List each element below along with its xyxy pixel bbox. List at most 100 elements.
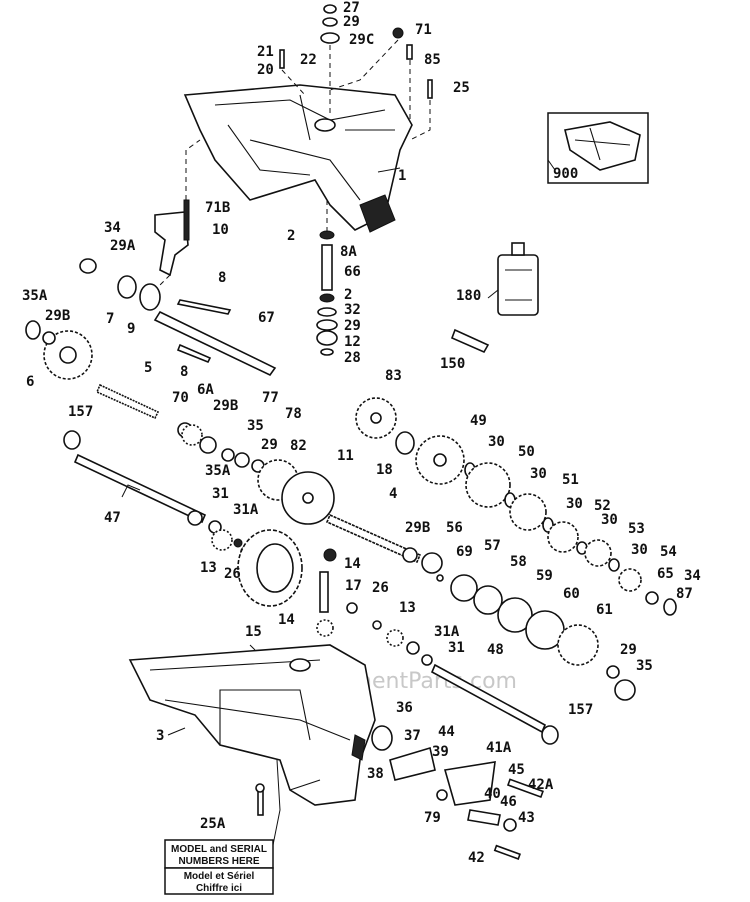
- callout-45: 45: [508, 762, 525, 778]
- callout-40: 40: [484, 786, 501, 802]
- top-hardware: [279, 4, 433, 99]
- callout-157-upper: 157: [68, 404, 93, 420]
- callout-71b: 71B: [205, 200, 230, 216]
- callout-57: 57: [484, 538, 501, 554]
- callout-11: 11: [337, 448, 354, 464]
- oil-bottle-part-180: [497, 242, 539, 316]
- callout-6: 6: [26, 374, 34, 390]
- model-note-line4: Chiffre ici: [196, 883, 242, 894]
- callout-48: 48: [487, 642, 504, 658]
- callout-30-a: 30: [488, 434, 505, 450]
- callout-77: 77: [262, 390, 279, 406]
- model-serial-box: MODEL and SERIAL NUMBERS HERE Model et S…: [164, 839, 274, 895]
- idler-shaft-part-47: [63, 430, 252, 558]
- callout-22: 22: [300, 52, 317, 68]
- callout-59: 59: [536, 568, 553, 584]
- callout-34-upper: 34: [104, 220, 121, 236]
- callout-54: 54: [660, 544, 677, 560]
- callout-87: 87: [676, 586, 693, 602]
- callout-35a-mid: 35A: [205, 463, 231, 479]
- callout-21: 21: [257, 44, 274, 60]
- input-shaft-part-5: [95, 383, 160, 420]
- callout-85: 85: [424, 52, 441, 68]
- complete-transaxle-inset: [547, 112, 649, 184]
- callout-67: 67: [258, 310, 275, 326]
- callout-14-lower: 14: [278, 612, 295, 628]
- callout-35-lower: 35: [636, 658, 653, 674]
- callout-30-e: 30: [631, 542, 648, 558]
- gear-part-6: [25, 320, 93, 380]
- callout-150: 150: [440, 356, 465, 372]
- callout-56: 56: [446, 520, 463, 536]
- callout-2-upper: 2: [287, 228, 295, 244]
- callout-25: 25: [453, 80, 470, 96]
- callout-37: 37: [404, 728, 421, 744]
- countershaft-part-4: [325, 513, 444, 582]
- callout-66: 66: [344, 264, 361, 280]
- callout-29a: 29A: [110, 238, 136, 254]
- callout-15: 15: [245, 624, 262, 640]
- callout-29-top: 29: [343, 14, 360, 30]
- callout-29-lower: 29: [620, 642, 637, 658]
- callout-78: 78: [285, 406, 302, 422]
- bolt-part-25a: [255, 783, 265, 816]
- callout-900: 900: [553, 166, 578, 182]
- gear-stack-upper: [355, 397, 677, 616]
- callout-41a: 41A: [486, 740, 512, 756]
- differential-assembly-part-82: [177, 422, 335, 525]
- callout-58: 58: [510, 554, 527, 570]
- callout-20: 20: [257, 62, 274, 78]
- callout-47: 47: [104, 510, 121, 526]
- shift-shaft-assembly-part-67: [79, 258, 277, 377]
- callout-35: 35: [247, 418, 264, 434]
- callout-7: 7: [106, 311, 114, 327]
- callout-14-upper: 14: [344, 556, 361, 572]
- callout-1: 1: [398, 168, 406, 184]
- callout-labels: 27 29 29C 71 21 20 22 85 25 1 900 71B 10…: [22, 0, 701, 866]
- callout-13-left: 13: [200, 560, 217, 576]
- callout-30-c: 30: [566, 496, 583, 512]
- callout-38: 38: [367, 766, 384, 782]
- callout-82: 82: [290, 438, 307, 454]
- callout-25a: 25A: [200, 816, 226, 832]
- callout-52: 52: [594, 498, 611, 514]
- callout-3: 3: [156, 728, 164, 744]
- callout-29b-left: 29B: [45, 308, 70, 324]
- callout-60: 60: [563, 586, 580, 602]
- callout-83: 83: [385, 368, 402, 384]
- callout-31a-lower: 31A: [434, 624, 460, 640]
- callout-26-right: 26: [372, 580, 389, 596]
- lower-housing-part-3: [128, 644, 376, 806]
- callout-157-lower: 157: [568, 702, 593, 718]
- callout-13-right: 13: [399, 600, 416, 616]
- shift-fork-part-10: [154, 199, 190, 277]
- callout-44: 44: [438, 724, 455, 740]
- gear-stack-lower: [450, 574, 636, 701]
- callout-36: 36: [396, 700, 413, 716]
- callout-4: 4: [389, 486, 397, 502]
- callout-79: 79: [424, 810, 441, 826]
- callout-29c: 29C: [349, 32, 374, 48]
- callout-8a: 8A: [340, 244, 357, 260]
- callout-39: 39: [432, 744, 449, 760]
- callout-42: 42: [468, 850, 485, 866]
- callout-17: 17: [345, 578, 362, 594]
- callout-8-lower: 8: [180, 364, 188, 380]
- leader-lines: [121, 39, 556, 861]
- callout-35a-left: 35A: [22, 288, 48, 304]
- callout-69: 69: [456, 544, 473, 560]
- callout-18: 18: [376, 462, 393, 478]
- callout-51: 51: [562, 472, 579, 488]
- callout-26-left: 26: [224, 566, 241, 582]
- callout-53: 53: [628, 521, 645, 537]
- upper-housing-part-1: [183, 84, 413, 233]
- callout-29-diff: 29: [261, 437, 278, 453]
- callout-29-mid: 29: [344, 318, 361, 334]
- sealant-tube-part-150: [450, 328, 490, 354]
- callout-34-lower: 34: [684, 568, 701, 584]
- output-shaft-part-48: [386, 629, 559, 745]
- model-note-line3: Model et Sériel: [184, 871, 255, 882]
- callout-31a: 31A: [233, 502, 259, 518]
- callout-180: 180: [456, 288, 481, 304]
